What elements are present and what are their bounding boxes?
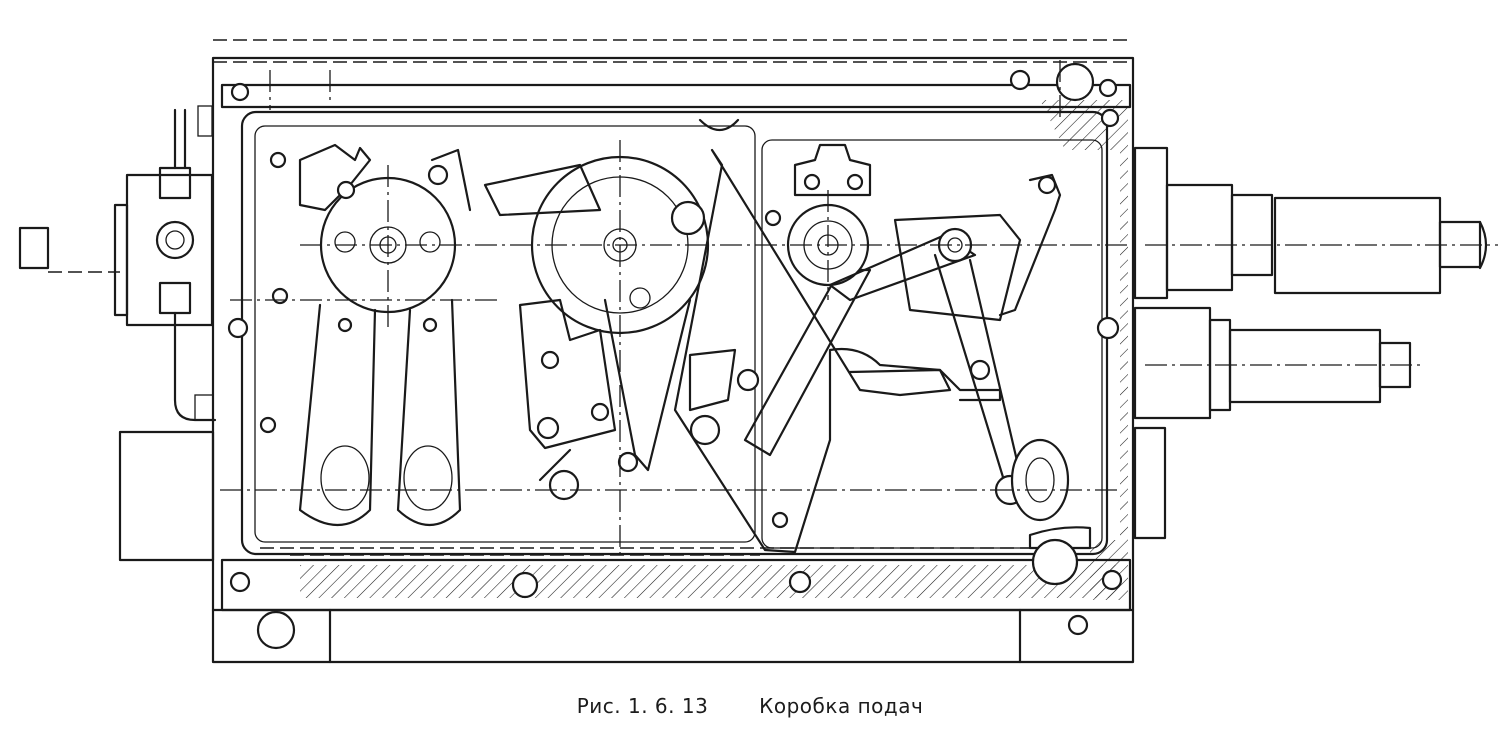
figure-number: Рис. 1. 6. 13 — [576, 694, 709, 718]
left-input-shaft — [18, 105, 217, 562]
left-gear-pair — [298, 143, 472, 527]
pivot-lever-plate — [673, 148, 952, 554]
right-output-shafts — [1133, 146, 1498, 540]
feed-gearbox-drawing — [18, 39, 1498, 664]
figure-title: Коробка подач — [759, 694, 924, 718]
center-gear — [483, 155, 710, 501]
upper-right-gear — [786, 143, 1070, 522]
center-lines — [220, 60, 1130, 560]
bolts — [227, 62, 1123, 650]
gearbox-housing — [211, 39, 1135, 664]
figure-caption: Рис. 1. 6. 13 Коробка подач — [0, 694, 1500, 730]
housing-hatched-walls — [300, 100, 1128, 600]
bottom-rail — [260, 368, 1030, 556]
